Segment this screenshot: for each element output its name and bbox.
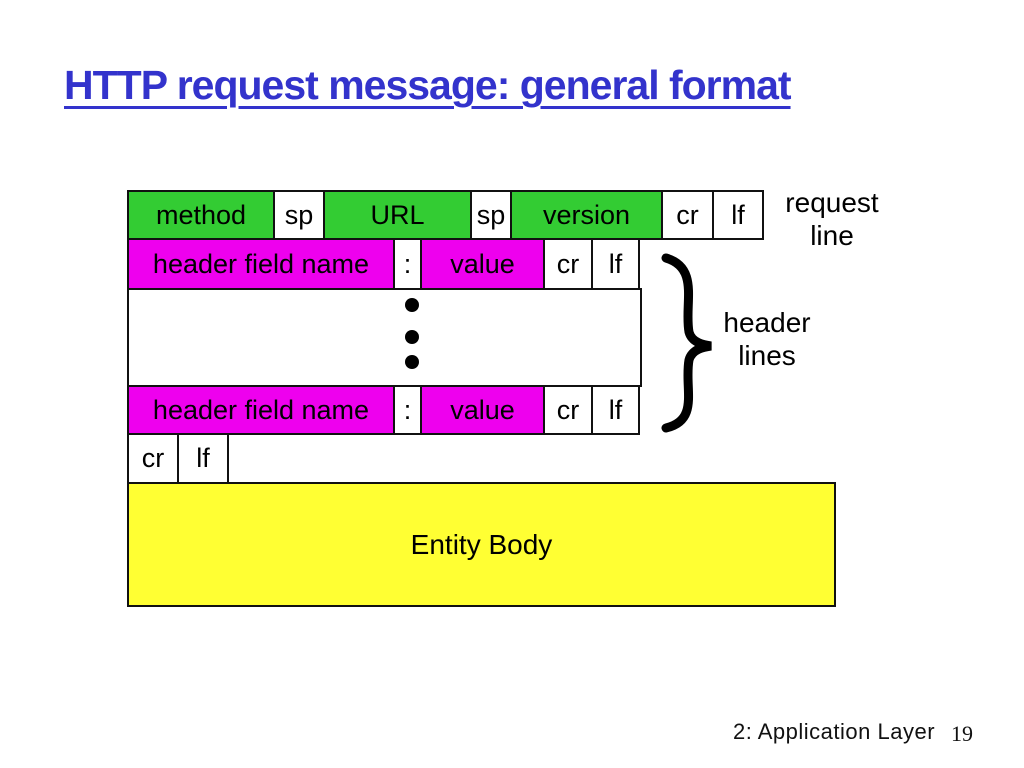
page-title: HTTP request message: general format [64, 62, 792, 108]
cell-url: URL [323, 190, 472, 240]
cell-sp-2: sp [470, 190, 512, 240]
cell-colon-2: : [393, 385, 422, 435]
cell-cr-4: cr [127, 433, 179, 484]
ellipsis-dot [405, 330, 419, 344]
cell-value-1: value [420, 238, 545, 290]
cell-cr-2: cr [543, 238, 593, 290]
cell-lf-1: lf [712, 190, 764, 240]
header-lines-annotation: header lines [723, 307, 811, 371]
cell-header-field-name-2: header field name [127, 385, 395, 435]
header-lines-brace [661, 253, 712, 433]
entity-body-box: Entity Body [127, 482, 836, 607]
footer-section-label: 2: Application Layer [733, 719, 936, 744]
ellipsis-dot [405, 355, 419, 369]
cell-version: version [510, 190, 663, 240]
request-line-annotation: request line [785, 187, 879, 251]
cell-method: method [127, 190, 275, 240]
cell-sp-1: sp [273, 190, 325, 240]
cell-header-field-name-1: header field name [127, 238, 395, 290]
ellipsis-box [127, 288, 642, 387]
ellipsis-dot [405, 298, 419, 312]
cell-lf-4: lf [177, 433, 229, 484]
cell-lf-3: lf [591, 385, 640, 435]
cell-colon-1: : [393, 238, 422, 290]
cell-cr-1: cr [661, 190, 714, 240]
footer-page-number: 19 [951, 721, 973, 746]
cell-value-2: value [420, 385, 545, 435]
cell-lf-2: lf [591, 238, 640, 290]
cell-cr-3: cr [543, 385, 593, 435]
